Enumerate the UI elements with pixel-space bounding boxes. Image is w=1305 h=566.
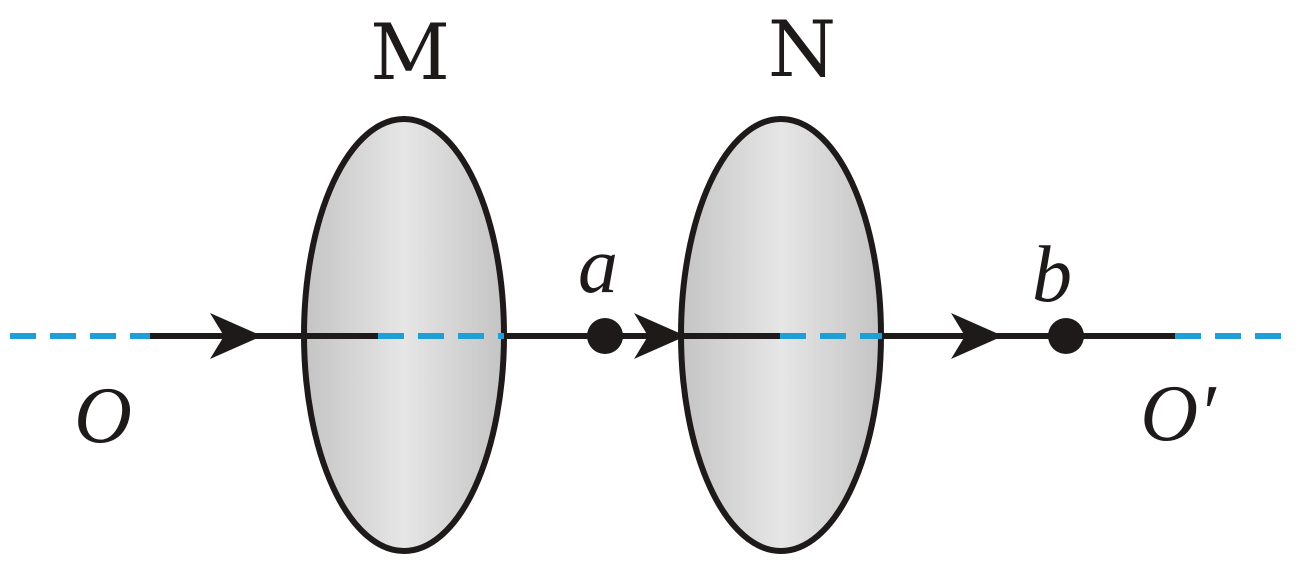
- axis-end-label: O′: [1140, 370, 1217, 458]
- lens-m-label: M: [370, 8, 450, 98]
- point-a-label: a: [578, 222, 618, 310]
- point-b-dot: [1048, 318, 1084, 354]
- arrow-icon: [634, 313, 686, 359]
- point-b-label: b: [1032, 231, 1072, 319]
- axis-start-label: O: [74, 372, 132, 460]
- point-a-dot: [587, 318, 623, 354]
- lens-n-label: N: [768, 5, 836, 95]
- arrow-icon: [951, 313, 1003, 359]
- arrow-icon: [210, 313, 262, 359]
